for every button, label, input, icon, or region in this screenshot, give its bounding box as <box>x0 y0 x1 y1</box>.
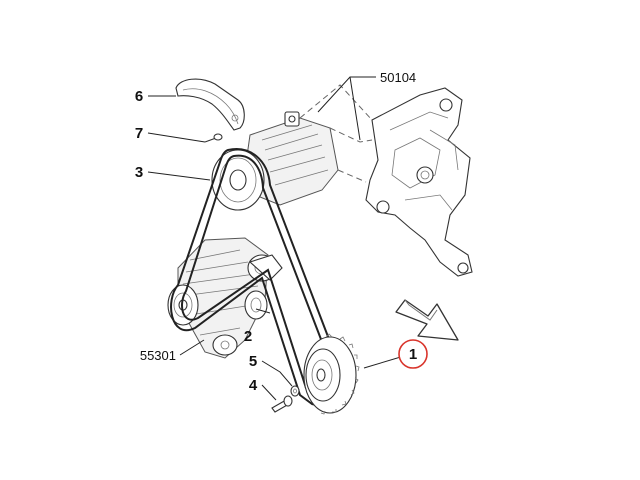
compressor-pulley <box>211 149 265 211</box>
direction-arrow-icon <box>395 299 459 341</box>
callout-1: 1 <box>398 339 428 369</box>
belt-cover <box>175 78 245 131</box>
callout-1-label: 1 <box>409 346 417 363</box>
mounting-bracket <box>365 87 473 277</box>
tensioner-pulley <box>247 254 283 282</box>
screw-part-7 <box>204 133 223 143</box>
alternator-pulley <box>167 284 199 326</box>
callout-2-label: 2 <box>244 328 252 345</box>
callout-50104-label: 50104 <box>380 70 416 85</box>
leader-lines <box>147 76 405 401</box>
callout-6-label: 6 <box>135 88 143 105</box>
highlight-circle <box>398 339 428 369</box>
crankshaft-pulley <box>303 333 360 415</box>
callout-55301-label: 55301 <box>140 348 176 363</box>
idler-pulley <box>244 290 268 320</box>
compressor <box>244 111 339 206</box>
callout-7-label: 7 <box>135 125 143 142</box>
drive-belt <box>170 148 343 407</box>
callout-5-label: 5 <box>249 353 257 370</box>
callout-3-label: 3 <box>135 164 143 181</box>
bolt-part-4 <box>271 395 293 413</box>
reference-lines <box>299 84 373 183</box>
washer-part-5 <box>290 385 300 397</box>
callout-4-label: 4 <box>249 377 258 394</box>
